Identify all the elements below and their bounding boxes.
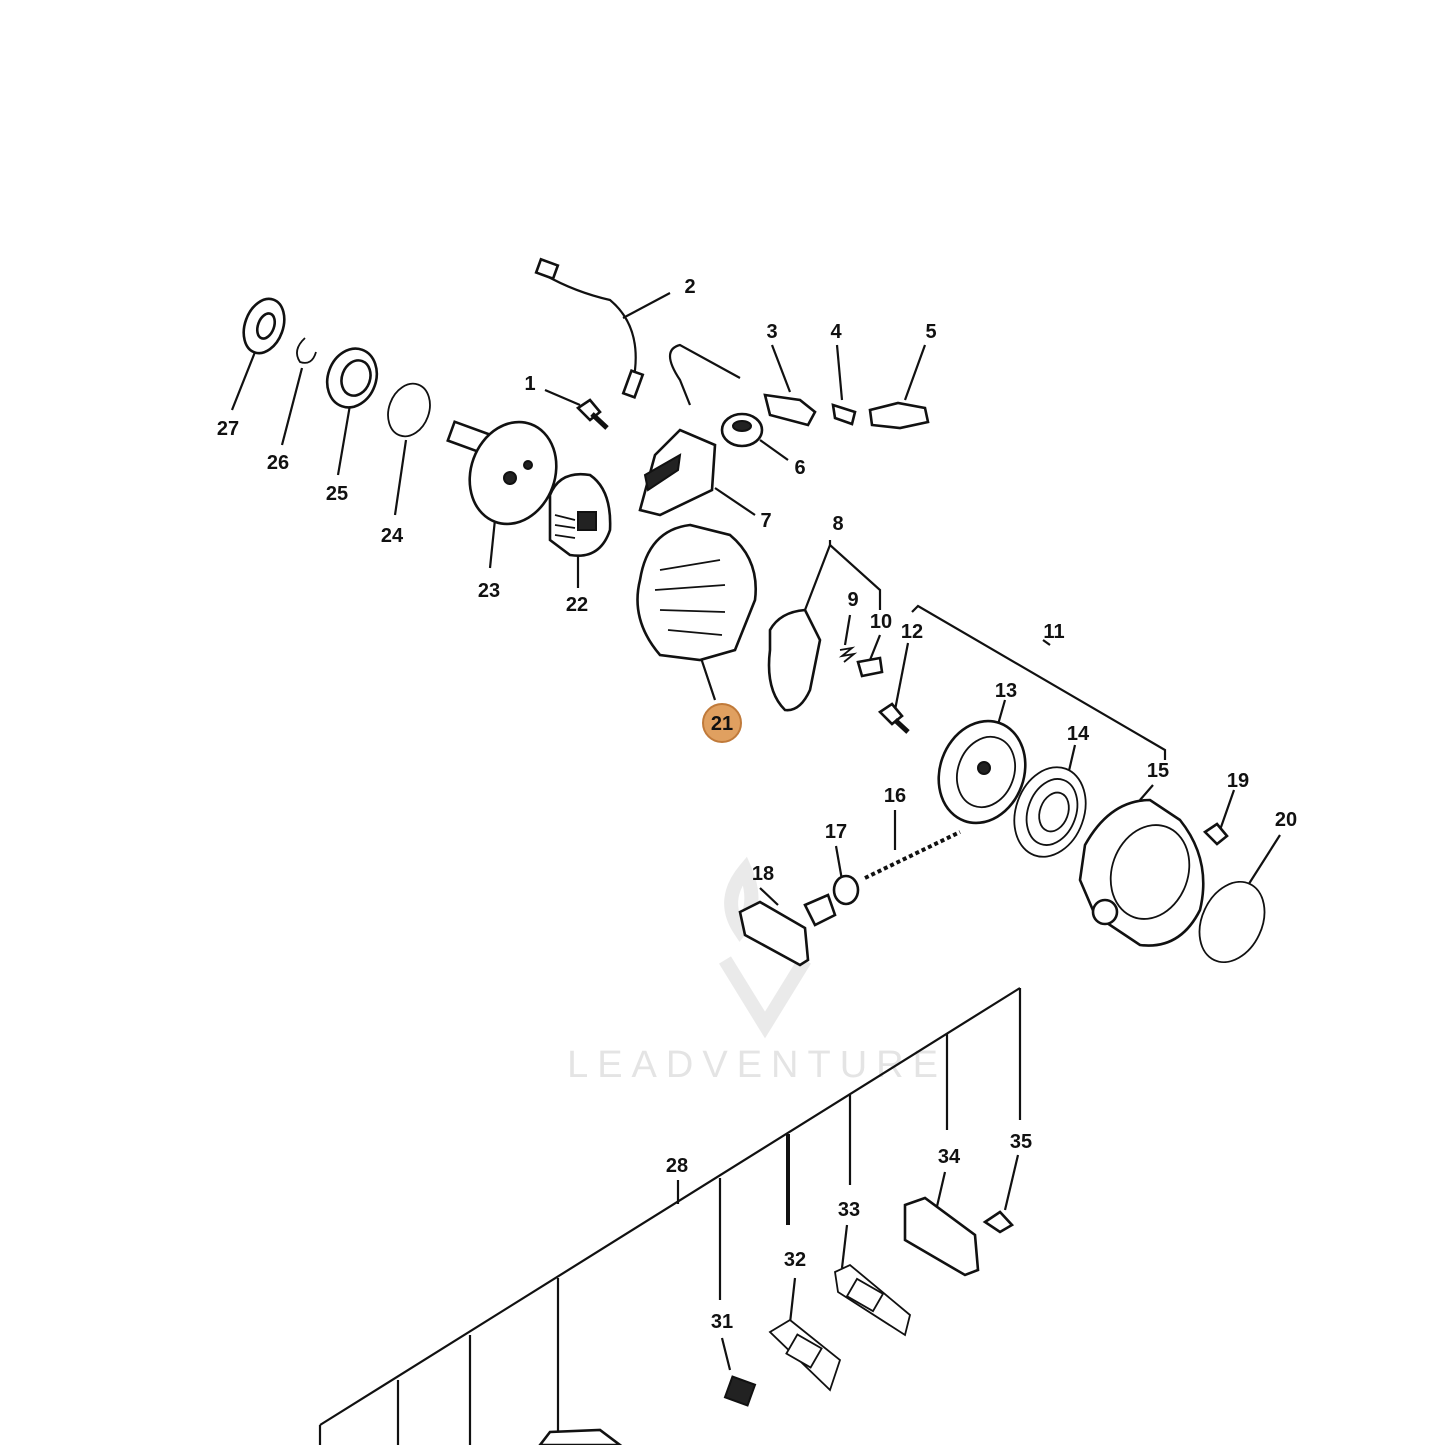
callout-31: 31 [711, 1311, 733, 1333]
callout-17: 17 [825, 821, 847, 843]
callout-25: 25 [326, 483, 348, 505]
callout-34: 34 [938, 1146, 961, 1168]
part-19-screw [1202, 822, 1229, 846]
callout-35: 35 [1010, 1131, 1032, 1153]
callout-14: 14 [1067, 723, 1090, 745]
part-18-handle [738, 900, 810, 967]
callout-13: 13 [995, 680, 1017, 702]
part-16-rope [864, 830, 961, 880]
callout-26: 26 [267, 452, 289, 474]
parts [242, 257, 1266, 1445]
callout-24: 24 [381, 525, 404, 547]
callout-6: 6 [794, 457, 805, 479]
part-17-bushing [832, 874, 860, 906]
callout-9: 9 [847, 589, 858, 611]
callout-3: 3 [766, 321, 777, 343]
part-24-ring [387, 382, 431, 438]
callout-19: 19 [1227, 770, 1249, 792]
part-7-ignition-coil [638, 428, 717, 517]
callout-11: 11 [1043, 621, 1064, 643]
callout-21-highlight: 21 [702, 703, 742, 743]
part-31-plate [723, 1375, 757, 1407]
part-9-spring [838, 646, 858, 663]
part-muffler-edge [538, 1428, 623, 1445]
callout-12: 12 [901, 621, 923, 643]
callout-22: 22 [566, 594, 588, 616]
callout-10: 10 [870, 611, 892, 633]
part-4-terminal [831, 403, 857, 426]
part-26-clip [296, 337, 317, 364]
part-3-plug-cap [763, 393, 817, 427]
watermark-text: LEADVENTURE [567, 1044, 947, 1086]
part-35-screw [982, 1210, 1015, 1234]
part-8-pawl-carrier [767, 608, 822, 712]
part-5-spark-plug [868, 401, 930, 430]
callout-7: 7 [760, 510, 771, 532]
part-34-cover [903, 1196, 980, 1277]
callout-23: 23 [478, 580, 500, 602]
callouts: 2 3 4 5 1 6 7 8 9 10 11 12 13 14 15 19 2… [217, 276, 1297, 1333]
callout-15: 15 [1147, 760, 1169, 782]
callout-28: 28 [666, 1155, 688, 1177]
callout-21: 21 [711, 713, 733, 735]
callout-20: 20 [1275, 809, 1297, 831]
part-2-wire [544, 274, 637, 396]
callout-8: 8 [832, 513, 843, 535]
callout-32: 32 [784, 1249, 806, 1271]
callout-5: 5 [925, 321, 936, 343]
part-7-wire [668, 343, 741, 406]
callout-1: 1 [524, 373, 535, 395]
callout-16: 16 [884, 785, 906, 807]
callout-33: 33 [838, 1199, 860, 1221]
part-21-flywheel [636, 523, 757, 662]
part-10-pawl [856, 656, 884, 678]
part-20-o-ring [1198, 880, 1266, 964]
callout-27: 27 [217, 418, 239, 440]
callout-4: 4 [830, 321, 842, 343]
callout-18: 18 [752, 863, 774, 885]
callout-2: 2 [684, 276, 695, 298]
